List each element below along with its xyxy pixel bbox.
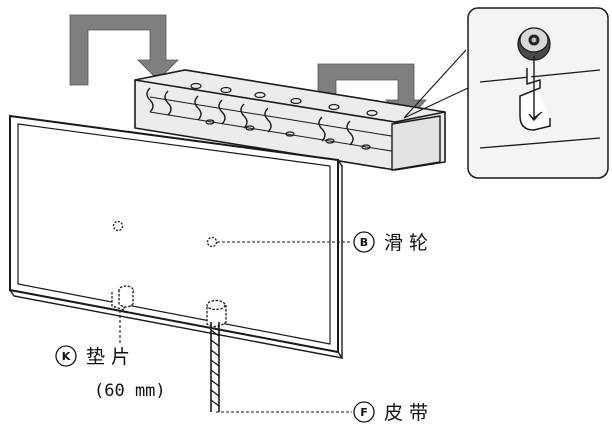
belt-label: 皮 带	[384, 402, 428, 424]
spacer-part	[111, 285, 134, 311]
wall-bracket	[134, 69, 446, 171]
spacer-size-label: (60 mm)	[94, 381, 166, 401]
pulley-callout: B 滑 轮	[353, 231, 428, 254]
pulley-detail-icon	[517, 27, 551, 61]
tv-panel	[9, 114, 344, 359]
screw-top-left	[112, 220, 124, 232]
pulley-badge-letter: B	[360, 236, 368, 249]
belt-badge-letter: F	[360, 406, 368, 419]
spacer-badge	[55, 345, 77, 367]
pulley-mount-point	[206, 236, 218, 248]
belt-callout: F 皮 带	[353, 401, 428, 424]
detail-inset	[403, 7, 609, 179]
belt-badge	[353, 401, 375, 423]
spacer-label: 垫 片	[86, 346, 130, 368]
spacer-badge-letter: K	[62, 350, 71, 363]
spacer-callout: K 垫 片 (60 mm)	[55, 345, 166, 401]
belt-part	[206, 299, 227, 412]
pulley-label: 滑 轮	[384, 232, 428, 254]
insert-arrow-left	[69, 14, 179, 86]
pulley-badge	[353, 231, 375, 253]
